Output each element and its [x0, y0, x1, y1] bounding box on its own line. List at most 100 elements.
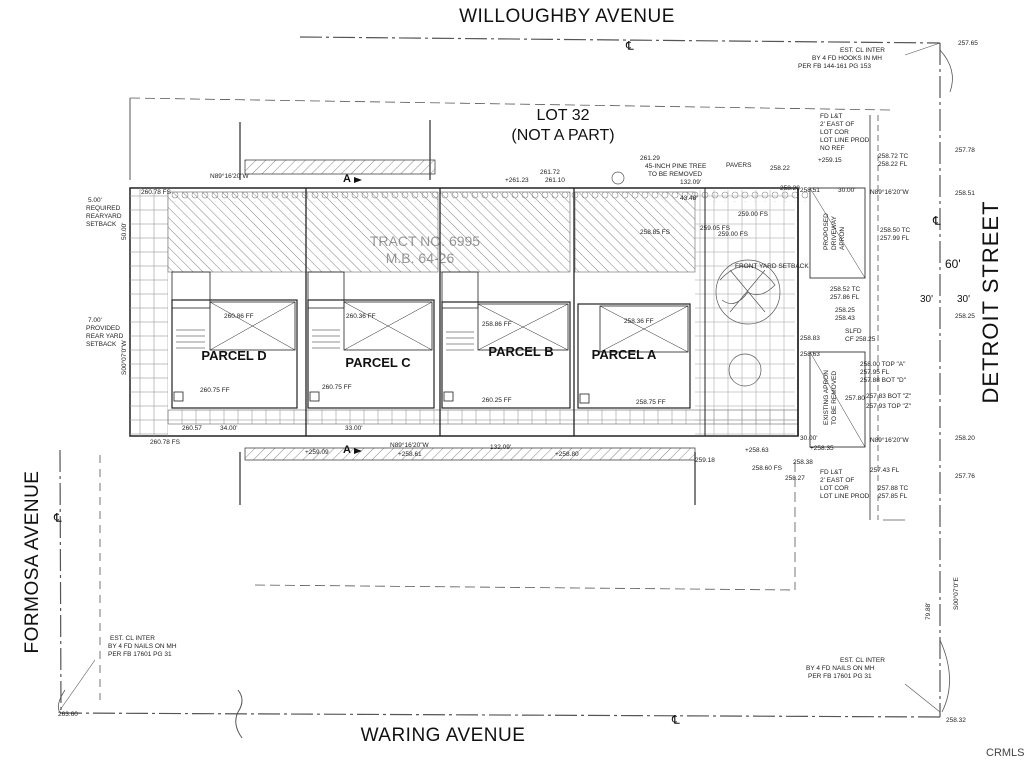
svg-text:132.09': 132.09' — [680, 179, 701, 186]
svg-text:258.85 FS: 258.85 FS — [640, 229, 671, 236]
svg-text:258.22 FL: 258.22 FL — [878, 161, 908, 168]
svg-text:TRACT NO. 6995: TRACT NO. 6995 — [370, 233, 480, 249]
svg-text:30': 30' — [957, 294, 970, 305]
svg-text:258.22: 258.22 — [770, 165, 790, 172]
svg-text:258.20: 258.20 — [780, 185, 800, 192]
svg-text:260.78 FS: 260.78 FS — [150, 439, 181, 446]
centerline-icon-east: ℄ — [932, 214, 941, 228]
svg-text:(NOT A PART): (NOT A PART) — [511, 127, 614, 144]
svg-text:260.86 FF: 260.86 FF — [224, 313, 254, 320]
svg-text:258.20: 258.20 — [955, 435, 975, 442]
svg-text:7.00': 7.00' — [88, 317, 102, 324]
svg-text:259.18: 259.18 — [695, 457, 715, 464]
street-label-north: WILLOUGHBY AVENUE — [459, 6, 675, 27]
svg-text:TO BE REMOVED: TO BE REMOVED — [831, 371, 838, 425]
street-lines — [57, 36, 953, 739]
svg-text:132.09': 132.09' — [490, 444, 511, 451]
svg-text:263.60: 263.60 — [58, 711, 78, 718]
svg-text:REQUIRED: REQUIRED — [86, 205, 121, 212]
svg-text:SETBACK: SETBACK — [86, 341, 117, 348]
svg-text:261.72: 261.72 — [540, 169, 560, 176]
svg-text:257.80: 257.80 — [845, 395, 865, 402]
svg-text:NO REF: NO REF — [820, 145, 845, 152]
svg-text:258.25: 258.25 — [835, 307, 855, 314]
svg-text:260.75 FF: 260.75 FF — [322, 384, 352, 391]
section-markers: A A — [343, 173, 362, 456]
svg-text:260.75 FF: 260.75 FF — [200, 387, 230, 394]
svg-text:30.00': 30.00' — [800, 435, 818, 442]
svg-text:258.36 FF: 258.36 FF — [624, 318, 654, 325]
svg-text:PROPOSED: PROPOSED — [823, 213, 830, 250]
svg-text:33.00': 33.00' — [345, 425, 363, 432]
svg-text:N89°16'20"W: N89°16'20"W — [870, 188, 910, 196]
svg-text:APRON: APRON — [839, 227, 846, 250]
svg-text:BY 4 FD NAILS ON MH: BY 4 FD NAILS ON MH — [108, 643, 177, 650]
svg-text:257.86 FL: 257.86 FL — [830, 294, 860, 301]
svg-text:2' EAST OF: 2' EAST OF — [820, 477, 854, 484]
svg-text:5.00': 5.00' — [88, 197, 102, 204]
buildings — [171, 271, 691, 409]
svg-text:257.43 FL: 257.43 FL — [870, 467, 900, 474]
svg-text:258.52 TC: 258.52 TC — [830, 286, 861, 293]
svg-text:257.85 FL: 257.85 FL — [878, 493, 908, 500]
svg-text:PAVERS: PAVERS — [726, 162, 752, 169]
intersection-notes: EST. CL INTER BY 4 FD HOOKS IN MH PER FB… — [108, 47, 885, 680]
svg-text:261.10: 261.10 — [545, 177, 565, 184]
centerline-icon-west: ℄ — [53, 511, 62, 525]
svg-text:REAR YARD: REAR YARD — [86, 333, 124, 340]
svg-text:259.00 FS: 259.00 FS — [718, 231, 749, 238]
svg-text:+258.35: +258.35 — [810, 445, 834, 452]
svg-text:257.65: 257.65 — [958, 40, 978, 47]
watermark: CRMLS — [986, 747, 1024, 759]
street-labels: WILLOUGHBY AVENUE WARING AVENUE FORMOSA … — [22, 6, 1003, 746]
svg-text:REARYARD: REARYARD — [86, 213, 122, 220]
svg-text:257.88 TC: 257.88 TC — [878, 485, 909, 492]
svg-text:SLFD: SLFD — [845, 328, 862, 335]
svg-text:EST. CL INTER: EST. CL INTER — [840, 657, 885, 664]
parcel-c-label: PARCEL C — [345, 355, 411, 370]
svg-text:PER FB 17601 PG 31: PER FB 17601 PG 31 — [108, 651, 172, 658]
svg-text:34.00': 34.00' — [220, 425, 238, 432]
svg-text:257.99 FL: 257.99 FL — [880, 235, 910, 242]
parcel-a-label: PARCEL A — [592, 347, 657, 362]
svg-text:260.25 FF: 260.25 FF — [482, 397, 512, 404]
svg-text:+259.09: +259.09 — [305, 449, 329, 456]
svg-text:2' EAST OF: 2' EAST OF — [820, 121, 854, 128]
svg-text:258.51: 258.51 — [800, 187, 820, 194]
svg-text:257.93 TOP "Z": 257.93 TOP "Z" — [866, 403, 912, 410]
section-marker-north: A — [343, 173, 351, 185]
svg-text:LOT LINE PROD: LOT LINE PROD — [820, 493, 870, 500]
svg-text:PER FB 17601 PG 31: PER FB 17601 PG 31 — [808, 673, 872, 680]
svg-text:60': 60' — [945, 257, 961, 271]
svg-text:+261.23: +261.23 — [505, 177, 529, 184]
svg-text:258.27: 258.27 — [785, 475, 805, 482]
svg-text:260.36 FF: 260.36 FF — [346, 313, 376, 320]
svg-text:258.60 FS: 258.60 FS — [752, 465, 783, 472]
parcel-b-label: PARCEL B — [488, 344, 553, 359]
svg-text:257.83 BOT "Z": 257.83 BOT "Z" — [866, 393, 912, 400]
svg-text:LOT COR: LOT COR — [820, 485, 849, 492]
centerline-symbols: ℄ ℄ ℄ ℄ — [53, 39, 941, 727]
svg-text:+259.15: +259.15 — [818, 157, 842, 164]
svg-text:257.76: 257.76 — [955, 473, 975, 480]
svg-text:260.78 FS: 260.78 FS — [141, 189, 172, 196]
svg-text:45-INCH PINE TREE: 45-INCH PINE TREE — [645, 163, 707, 170]
svg-text:FD L&T: FD L&T — [820, 113, 842, 120]
svg-text:BY 4 FD HOOKS IN MH: BY 4 FD HOOKS IN MH — [812, 55, 882, 62]
svg-text:M.B. 64-26: M.B. 64-26 — [386, 250, 455, 266]
svg-text:LOT LINE PROD: LOT LINE PROD — [820, 137, 870, 144]
svg-text:BY 4 FD NAILS ON MH: BY 4 FD NAILS ON MH — [806, 665, 875, 672]
svg-text:259.05 FS: 259.05 FS — [700, 225, 731, 232]
svg-text:LOT 32: LOT 32 — [536, 107, 589, 124]
svg-text:S00°07'0"E: S00°07'0"E — [952, 576, 960, 610]
svg-text:79.88': 79.88' — [925, 602, 932, 620]
svg-text:PER FB 144-161 PG 153: PER FB 144-161 PG 153 — [798, 63, 871, 70]
svg-text:43.48': 43.48' — [680, 195, 698, 202]
svg-text:258.00 TOP "A": 258.00 TOP "A" — [860, 361, 906, 368]
svg-text:50.00': 50.00' — [121, 222, 128, 240]
svg-text:EST. CL INTER: EST. CL INTER — [110, 635, 155, 642]
svg-text:DRIVEWAY: DRIVEWAY — [831, 215, 838, 250]
svg-text:259.00 FS: 259.00 FS — [738, 211, 769, 218]
property-boundary — [129, 159, 808, 461]
